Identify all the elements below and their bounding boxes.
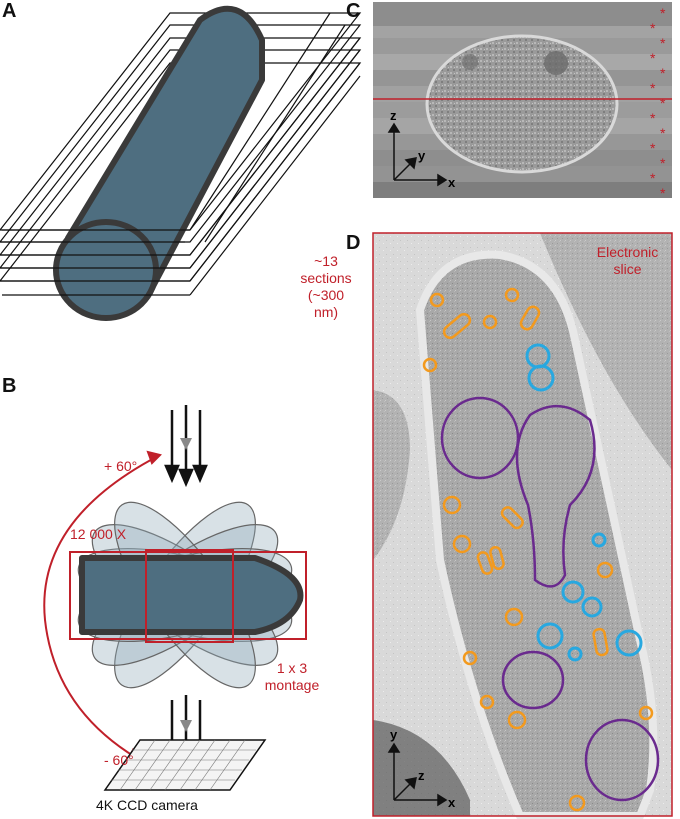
axes-d <box>387 742 448 807</box>
asterisk-10: * <box>650 140 656 156</box>
c-axis-x: x <box>448 175 456 190</box>
asterisk-7: * <box>660 95 666 111</box>
montage-label-line2: montage <box>264 677 320 693</box>
montage-label-line1: 1 x 3 <box>276 660 308 676</box>
panel-d-letter: D <box>346 232 361 254</box>
sections-label-line3: (~300 nm) <box>307 287 345 320</box>
asterisk-6: * <box>650 80 656 96</box>
cell-cross-section <box>425 34 619 174</box>
asterisk-12: * <box>650 170 656 186</box>
angle-plus-label: + 60° <box>104 458 138 474</box>
orange-organelles <box>422 287 654 812</box>
d-axis-x: x <box>448 795 456 810</box>
sections-label: ~13 sections (~300 nm) <box>296 253 356 321</box>
d-axis-y: y <box>390 727 398 742</box>
magnification-label: 12 000 X <box>70 526 127 542</box>
cell-body <box>415 250 658 819</box>
electronic-slice-line2: slice <box>613 261 642 277</box>
electronic-slice-label: Electronic slice <box>585 244 670 278</box>
montage-boxes <box>69 549 307 643</box>
c-axis-y: y <box>418 148 426 163</box>
cell-cylinder <box>53 5 265 321</box>
section-planes-front <box>0 12 361 296</box>
cell-side-view <box>79 555 304 635</box>
electronic-slice-line1: Electronic <box>596 244 659 260</box>
asterisk-11: * <box>660 155 666 171</box>
angle-minus-label: - 60° <box>104 752 134 768</box>
panel-c-letter: C <box>346 0 361 22</box>
d-axis-z: z <box>418 768 425 783</box>
c-axis-z: z <box>390 108 397 123</box>
asterisk-3: * <box>660 35 666 51</box>
asterisk-5: * <box>660 65 666 81</box>
sections-label-line1: ~13 <box>314 253 338 269</box>
camera-label: 4K CCD camera <box>96 797 198 813</box>
sections-label-line2: sections <box>300 270 352 286</box>
beam-arrows-top <box>164 405 208 488</box>
purple-organelles <box>440 396 660 802</box>
asterisk-13: * <box>660 185 666 201</box>
axes-c <box>387 122 448 187</box>
panel-d-border <box>372 232 673 817</box>
panel-a-letter: A <box>2 0 17 22</box>
asterisk-1: * <box>660 5 666 21</box>
montage-label: 1 x 3 montage <box>262 660 322 694</box>
asterisk-4: * <box>650 50 656 66</box>
ccd-camera <box>103 739 267 791</box>
c-asterisks: * * * * * * * * * * * * * <box>648 6 670 201</box>
blue-organelles <box>525 343 643 662</box>
panel-b-letter: B <box>2 375 17 397</box>
asterisk-2: * <box>650 20 656 36</box>
asterisk-9: * <box>660 125 666 141</box>
asterisk-8: * <box>650 110 656 126</box>
